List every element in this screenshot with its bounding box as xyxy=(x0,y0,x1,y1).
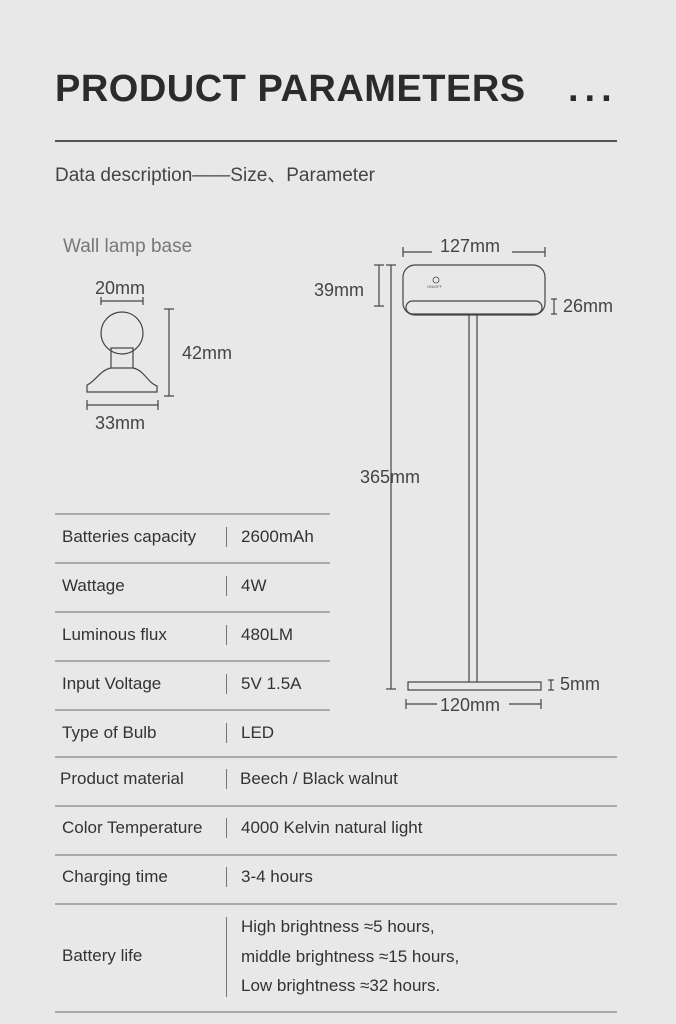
row-divider xyxy=(55,709,330,711)
column-separator xyxy=(226,723,227,743)
dim-head-width: 127mm xyxy=(440,236,501,256)
param-label: Input Voltage xyxy=(62,674,162,693)
lamp-drawing xyxy=(374,247,557,709)
more-dots: ... xyxy=(568,68,618,110)
param-label: Type of Bulb xyxy=(62,723,157,742)
wall-base-label: Wall lamp base xyxy=(63,236,193,257)
column-separator xyxy=(226,527,227,547)
row-divider xyxy=(55,562,330,564)
column-separator xyxy=(226,576,227,596)
dim-base-width: 120mm xyxy=(440,695,501,715)
param-value: 3-4 hours xyxy=(241,867,313,886)
param-label: Batteries capacity xyxy=(62,527,197,546)
column-separator xyxy=(226,769,227,789)
param-label: Battery life xyxy=(62,946,143,965)
row-divider xyxy=(55,660,330,662)
dim-base-thickness: 5mm xyxy=(560,674,600,694)
header-divider xyxy=(55,140,617,142)
column-separator xyxy=(226,625,227,645)
dim-head-thickness: 26mm xyxy=(563,296,614,316)
row-divider xyxy=(55,611,330,613)
param-value: 2600mAh xyxy=(241,527,314,546)
row-divider xyxy=(55,1011,617,1013)
column-separator xyxy=(226,917,227,997)
param-value: 5V 1.5A xyxy=(241,674,302,693)
row-divider xyxy=(55,903,617,905)
power-button-label: ON/OFF xyxy=(427,284,443,289)
dim-wall-height: 42mm xyxy=(182,343,233,363)
param-value: 480LM xyxy=(241,625,293,644)
dim-head-height: 39mm xyxy=(314,280,365,300)
dim-wall-top: 20mm xyxy=(95,278,146,298)
param-value: 4W xyxy=(241,576,267,595)
param-value-line: Low brightness ≈32 hours. xyxy=(241,976,441,995)
column-separator xyxy=(226,867,227,887)
param-label: Charging time xyxy=(62,867,168,886)
row-divider xyxy=(55,513,330,515)
column-separator xyxy=(226,674,227,694)
param-value-line: middle brightness ≈15 hours, xyxy=(241,947,460,966)
wall-base-drawing xyxy=(86,297,174,410)
param-value: 4000 Kelvin natural light xyxy=(241,818,423,837)
subtitle: Data description——Size、Parameter xyxy=(55,165,375,186)
row-divider xyxy=(55,854,617,856)
param-label: Product material xyxy=(60,769,184,788)
row-divider xyxy=(55,805,617,807)
dim-total-height: 365mm xyxy=(360,467,421,487)
column-separator xyxy=(226,818,227,838)
param-label: Wattage xyxy=(62,576,125,595)
param-label: Color Temperature xyxy=(62,818,203,837)
page-title: PRODUCT PARAMETERS xyxy=(55,68,526,110)
row-divider xyxy=(55,756,617,758)
param-label: Luminous flux xyxy=(62,625,167,644)
dim-wall-bottom: 33mm xyxy=(95,413,146,433)
param-value: LED xyxy=(241,723,275,742)
param-value: Beech / Black walnut xyxy=(240,769,398,788)
param-value-line: High brightness ≈5 hours, xyxy=(241,917,435,936)
